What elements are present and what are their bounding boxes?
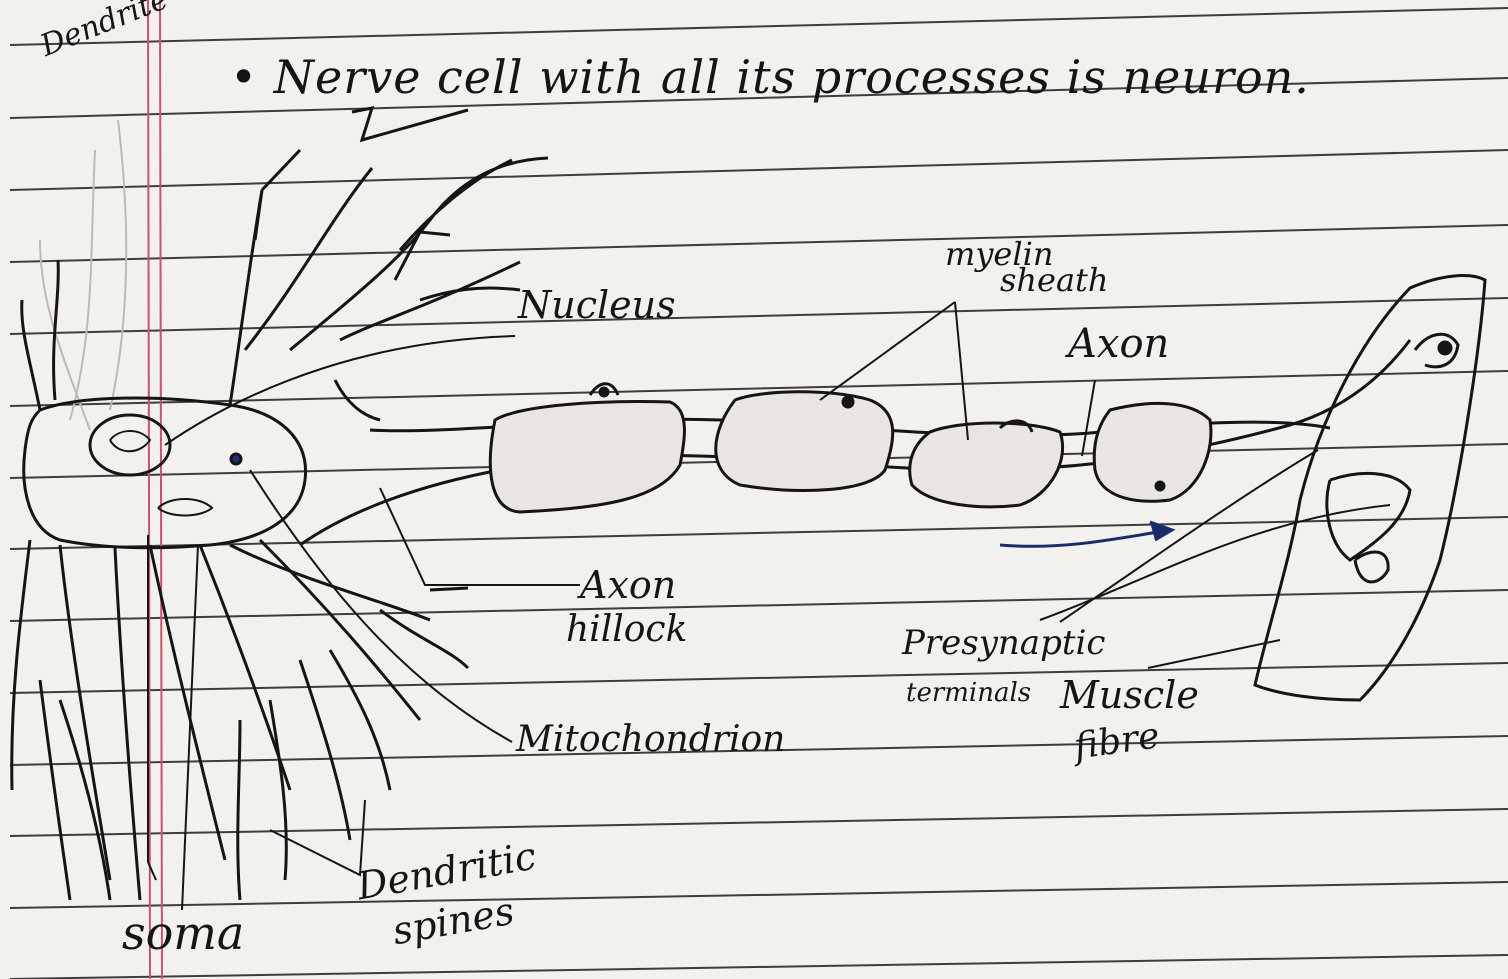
presynaptic-terminal-and-muscle-fibre — [1255, 276, 1485, 700]
label-axon: Axon — [1068, 324, 1169, 364]
myelin-sheath-segments — [490, 384, 1211, 512]
label-axon-hillock-line2: hillock — [566, 612, 687, 648]
label-presynaptic: Presynaptic — [902, 626, 1105, 660]
margin-line — [148, 0, 162, 979]
label-mitochondrion: Mitochondrion — [516, 722, 785, 758]
label-sheath: sheath — [1000, 264, 1109, 296]
label-axon-hillock-line1: Axon — [580, 566, 676, 604]
label-muscle: Muscle — [1060, 676, 1199, 714]
ruled-lines — [10, 8, 1508, 979]
label-terminals: terminals — [906, 680, 1031, 706]
page-heading: • Nerve cell with all its processes is n… — [230, 54, 1310, 100]
label-soma: soma — [122, 910, 244, 956]
label-nucleus: Nucleus — [518, 286, 676, 324]
